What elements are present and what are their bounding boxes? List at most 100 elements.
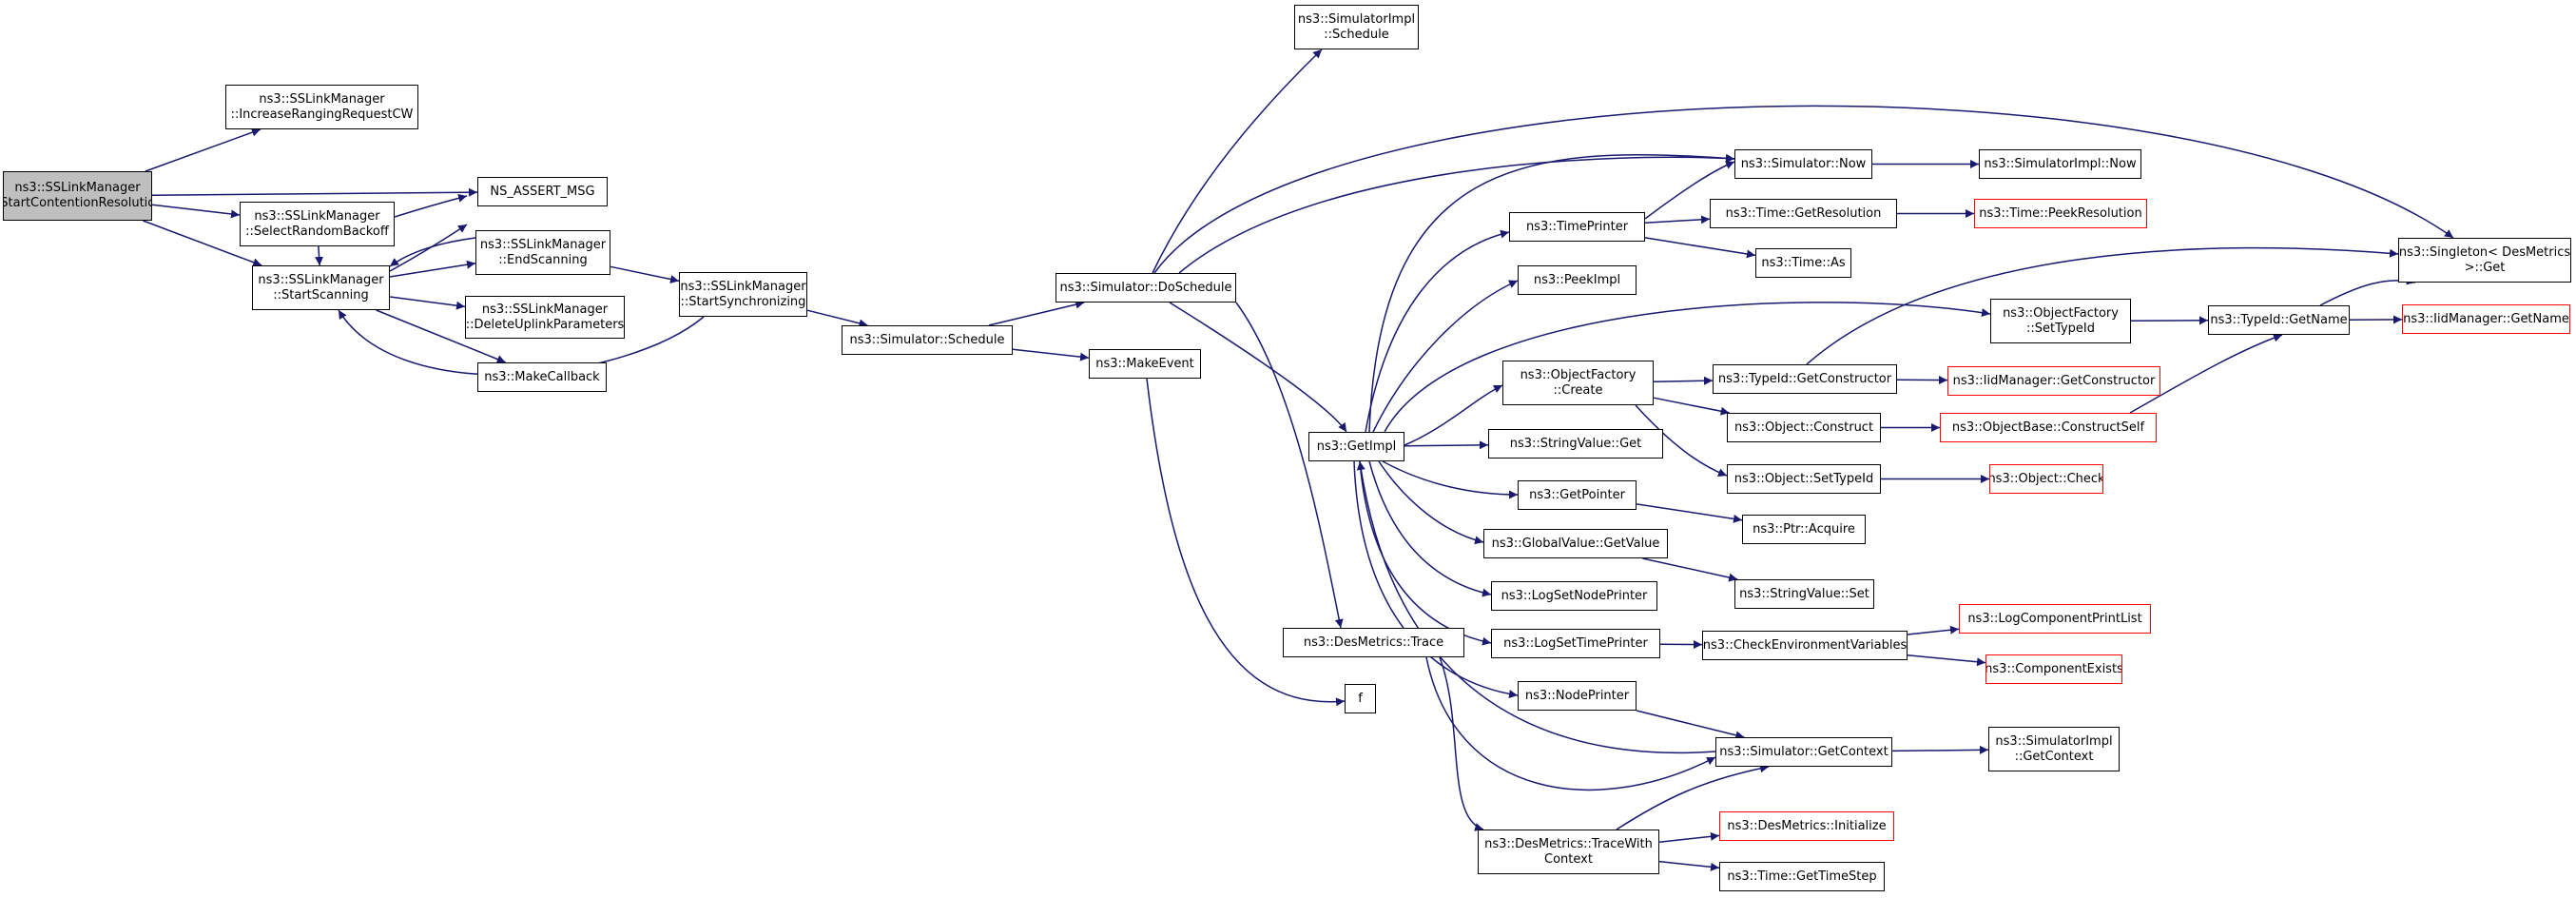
node-ns3-objectfactory-settypeid[interactable]: ns3::ObjectFactory::SetTypeId (1990, 299, 2131, 343)
edge-n15-to-n37 (1378, 460, 1484, 545)
node-ns3-simulatorimpl-schedule[interactable]: ns3::SimulatorImpl::Schedule (1294, 5, 1419, 49)
node-ns3-sslinkmanager-startcontentionresolution[interactable]: ns3::SSLinkManager::StartContentionResol… (3, 171, 152, 221)
edge-n5-to-n8 (610, 265, 680, 283)
node-label-line: ns3::DesMetrics::Trace (1303, 634, 1444, 650)
node-ns3-makecallback[interactable]: ns3::MakeCallback (477, 362, 607, 392)
edge-n11-to-n25 (1153, 105, 2454, 274)
node-label-line: ::Schedule (1324, 27, 1389, 42)
edge-n4-to-n2 (389, 224, 468, 272)
node-ns3-stringvalue-get[interactable]: ns3::StringValue::Get (1488, 429, 1663, 459)
node-label-line: ns3::Object::Check (1989, 471, 2103, 486)
edge-n15-to-n32 (1404, 440, 1489, 450)
edge-n9-to-n12 (1012, 348, 1090, 361)
node-ns3-sslinkmanager-startscanning[interactable]: ns3::SSLinkManager::StartScanning (252, 265, 390, 310)
edge-n15-to-n18 (1365, 229, 1510, 433)
edge-n47-to-n45 (1616, 764, 1770, 830)
node-ns3-sslinkmanager-endscanning[interactable]: ns3::SSLinkManager::EndScanning (475, 230, 610, 275)
edge-n47-to-n48 (1658, 831, 1720, 843)
edge-n11-to-n10 (1152, 49, 1323, 274)
node-label-line: ns3::IidManager::GetName (2403, 311, 2569, 326)
node-ns3-simulator-now[interactable]: ns3::Simulator::Now (1734, 149, 1872, 179)
node-ns3-sslinkmanager-startsynchronizing[interactable]: ns3::SSLinkManager::StartSynchronizing (679, 272, 807, 317)
node-label-line: ns3::NodePrinter (1524, 688, 1630, 703)
edge-n24-to-n25 (2319, 276, 2416, 306)
node-label-line: ns3::SimulatorImpl::Now (1984, 156, 2137, 171)
node-ns3-objectbase-constructself[interactable]: ns3::ObjectBase::ConstructSelf (1940, 413, 2157, 442)
node-ns3-componentexists[interactable]: ns3::ComponentExists (1985, 654, 2122, 684)
node-label-line: ns3::PeekImpl (1533, 272, 1621, 287)
node-label-line: ns3::Simulator::GetContext (1719, 744, 1888, 759)
node-ns3-iidmanager-getconstructor[interactable]: ns3::IidManager::GetConstructor (1947, 366, 2160, 396)
edge-n15-to-n22 (1372, 280, 1519, 433)
node-ns3-iidmanager-getname[interactable]: ns3::IidManager::GetName (2402, 304, 2570, 334)
node-ns3-timeprinter[interactable]: ns3::TimePrinter (1509, 212, 1645, 242)
edge-n11-to-n16 (1178, 154, 1735, 274)
edge-n27-to-n33 (1635, 404, 1728, 477)
edge-n3-to-n4 (315, 245, 324, 266)
edge-n3-to-n2 (394, 193, 468, 218)
node-label-line: ns3::MakeEvent (1095, 356, 1194, 371)
node-f[interactable]: f (1345, 684, 1376, 713)
node-ns3-object-settypeid[interactable]: ns3::Object::SetTypeId (1727, 464, 1881, 494)
node-label-line: ns3::CheckEnvironmentVariables (1702, 637, 1908, 653)
edge-n45-to-n15 (1356, 460, 1716, 754)
node-ns3-singleton-desmetrics-get[interactable]: ns3::Singleton< DesMetrics>::Get (2398, 238, 2571, 283)
node-ns3-desmetrics-initialize[interactable]: ns3::DesMetrics::Initialize (1719, 811, 1894, 841)
edge-n18-to-n21 (1644, 237, 1756, 259)
node-label-line: ns3::Time::PeekResolution (1979, 205, 2142, 221)
node-label-line: ns3::StringValue::Get (1509, 436, 1642, 451)
node-ns3-makeevent[interactable]: ns3::MakeEvent (1089, 349, 1201, 379)
node-ns3-time-as[interactable]: ns3::Time::As (1755, 248, 1851, 278)
edge-n0-to-n1 (145, 127, 261, 172)
edge-n8-to-n9 (806, 309, 868, 328)
node-ns3-sslinkmanager-selectrandombackoff[interactable]: ns3::SSLinkManager::SelectRandomBackoff (240, 202, 395, 246)
node-ns3-simulator-doschedule[interactable]: ns3::Simulator::DoSchedule (1056, 273, 1236, 303)
node-ns3-desmetrics-trace[interactable]: ns3::DesMetrics::Trace (1283, 628, 1464, 657)
edge-n18-to-n19 (1644, 215, 1711, 224)
node-ns3-object-construct[interactable]: ns3::Object::Construct (1727, 413, 1881, 442)
node-label-line: ns3::SSLinkManager (14, 181, 141, 195)
node-ns3-object-check[interactable]: ns3::Object::Check (1989, 464, 2103, 494)
node-ns3-peekimpl[interactable]: ns3::PeekImpl (1518, 265, 1637, 295)
edge-n15-to-n16 (1368, 153, 1735, 433)
node-label-line: ::IncreaseRangingRequestCW (230, 107, 414, 122)
node-ns3-logsetnodeprinter[interactable]: ns3::LogSetNodePrinter (1491, 581, 1657, 611)
node-label-line: ns3::SimulatorImpl (1297, 11, 1416, 27)
node-ns3-typeid-getname[interactable]: ns3::TypeId::GetName (2208, 305, 2350, 335)
node-ns3-simulator-schedule[interactable]: ns3::Simulator::Schedule (842, 325, 1013, 355)
node-ns-assert-msg[interactable]: NS_ASSERT_MSG (477, 177, 608, 206)
node-ns3-getpointer[interactable]: ns3::GetPointer (1518, 480, 1637, 510)
edge-n15-to-n35 (1382, 460, 1519, 499)
node-ns3-simulatorimpl-now[interactable]: ns3::SimulatorImpl::Now (1979, 149, 2141, 179)
node-label-line: ns3::SSLinkManager (481, 302, 609, 317)
node-ns3-typeid-getconstructor[interactable]: ns3::TypeId::GetConstructor (1713, 364, 1897, 394)
node-ns3-simulatorimpl-getcontext[interactable]: ns3::SimulatorImpl::GetContext (1988, 727, 2120, 771)
node-label-line: ::SelectRandomBackoff (245, 224, 389, 239)
node-label-line: ns3::Singleton< DesMetrics (2398, 244, 2571, 260)
edge-n15-to-n23 (1384, 302, 1991, 433)
node-ns3-logsettimeprinter[interactable]: ns3::LogSetTimePrinter (1491, 629, 1660, 658)
node-label-line: ns3::SSLinkManager (680, 279, 806, 294)
node-ns3-nodeprinter[interactable]: ns3::NodePrinter (1518, 681, 1637, 711)
edge-n44-to-n45 (1636, 710, 1745, 740)
node-ns3-simulator-getcontext[interactable]: ns3::Simulator::GetContext (1715, 737, 1892, 767)
edge-n15-to-n40 (1359, 460, 1492, 646)
node-ns3-time-gettimestep[interactable]: ns3::Time::GetTimeStep (1719, 862, 1885, 891)
node-ns3-logcomponentprintlist[interactable]: ns3::LogComponentPrintList (1959, 604, 2151, 634)
node-ns3-getimpl[interactable]: ns3::GetImpl (1308, 432, 1404, 461)
edge-n31-to-n24 (2129, 333, 2283, 414)
edge-n37-to-n38 (1642, 557, 1738, 582)
node-ns3-objectfactory-create[interactable]: ns3::ObjectFactory::Create (1502, 361, 1654, 405)
node-ns3-globalvalue-getvalue[interactable]: ns3::GlobalValue::GetValue (1483, 529, 1668, 558)
node-ns3-sslinkmanager-increaserangingrequestcw[interactable]: ns3::SSLinkManager::IncreaseRangingReque… (225, 85, 418, 129)
edge-n13-to-n45 (1425, 656, 1716, 791)
node-ns3-time-peekresolution[interactable]: ns3::Time::PeekResolution (1974, 199, 2147, 228)
node-ns3-stringvalue-set[interactable]: ns3::StringValue::Set (1734, 579, 1874, 609)
node-ns3-time-getresolution[interactable]: ns3::Time::GetResolution (1710, 199, 1897, 228)
node-ns3-ptr-acquire[interactable]: ns3::Ptr::Acquire (1742, 515, 1866, 544)
node-label-line: NS_ASSERT_MSG (490, 184, 595, 199)
node-ns3-checkenvironmentvariables[interactable]: ns3::CheckEnvironmentVariables (1702, 631, 1908, 660)
node-ns3-sslinkmanager-deleteuplinkparameters[interactable]: ns3::SSLinkManager::DeleteUplinkParamete… (465, 296, 625, 339)
